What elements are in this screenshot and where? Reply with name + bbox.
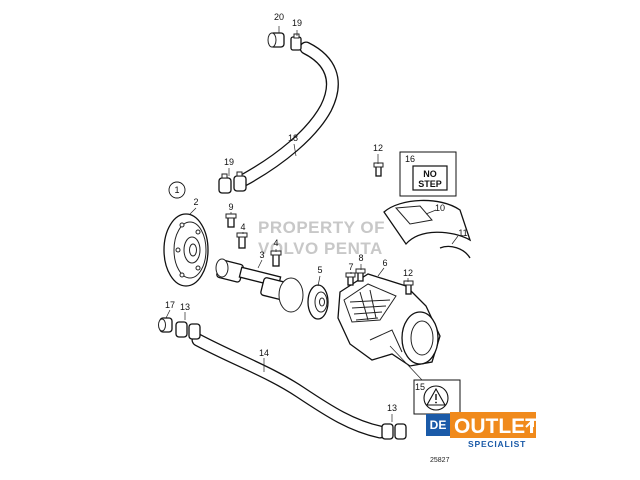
watermark: PROPERTY OF VOLVO PENTA — [258, 218, 385, 258]
callout-11: 11 — [458, 228, 467, 238]
logo-arrow-icon — [525, 419, 534, 428]
logo-de-block — [426, 414, 450, 436]
de-outlet-specialist-logo: DE OUTLET SPECIALIST — [426, 412, 538, 449]
callout-20: 20 — [274, 12, 284, 22]
callout-8: 8 — [358, 253, 363, 263]
callout-16: 16 — [405, 154, 415, 164]
no-step-line-2: STEP — [418, 179, 442, 189]
callout-12: 12 — [373, 143, 383, 153]
callout-19: 19 — [292, 18, 302, 28]
callout-19: 19 — [224, 157, 234, 167]
logo-de-text: DE — [430, 418, 447, 432]
watermark-line-1: PROPERTY OF — [258, 218, 385, 237]
clip-11 — [439, 245, 471, 259]
hose-18 — [237, 41, 339, 187]
bolt-8 — [355, 268, 366, 282]
bolt-4-lower — [270, 250, 282, 267]
assembly-callout-circle — [168, 181, 186, 199]
fitting-17 — [158, 317, 173, 333]
callout-14: 14 — [259, 348, 269, 358]
callout-labels: 20 19 18 19 1 2 9 4 4 3 5 7 8 6 12 12 16… — [165, 12, 468, 413]
bolt-4-upper — [236, 232, 248, 249]
callout-1: 1 — [174, 185, 179, 195]
no-step-line-1: NO — [423, 169, 437, 179]
clamp-19-left — [218, 171, 247, 194]
callout-15: 15 — [415, 382, 425, 392]
callout-10: 10 — [435, 203, 445, 213]
screw-12-upper — [373, 162, 384, 177]
callout-17: 17 — [165, 300, 175, 310]
callout-4: 4 — [273, 238, 278, 248]
logo-tagline: SPECIALIST — [468, 439, 526, 449]
callout-2: 2 — [193, 197, 198, 207]
no-step-label-16: NO STEP — [399, 151, 457, 197]
leader-lines — [165, 26, 459, 422]
callout-9: 9 — [228, 202, 233, 212]
watermark-line-2: VOLVO PENTA — [258, 239, 383, 258]
cover-10 — [383, 199, 472, 246]
callout-13: 13 — [387, 403, 397, 413]
clamp-13-right — [381, 423, 407, 440]
callout-5: 5 — [317, 265, 322, 275]
callout-3: 3 — [259, 250, 264, 260]
bolt-9 — [225, 213, 237, 228]
bolt-7 — [345, 272, 356, 286]
cardan-shaft-3 — [215, 258, 304, 313]
callout-12: 12 — [403, 268, 413, 278]
logo-outlet-text: OUTLET — [454, 415, 538, 438]
screw-12-lower — [403, 280, 414, 295]
callout-4: 4 — [240, 222, 245, 232]
callout-13: 13 — [180, 302, 190, 312]
flange-5 — [307, 284, 329, 320]
housing-grille — [349, 289, 391, 321]
callout-18: 18 — [288, 133, 298, 143]
coupling-disc-2 — [163, 213, 209, 287]
document-number: 25827 — [430, 457, 450, 464]
fitting-20 — [267, 32, 285, 48]
logo-outlet-block — [450, 412, 536, 438]
housing-6 — [337, 273, 441, 367]
callout-6: 6 — [382, 258, 387, 268]
clamp-13-left — [175, 321, 201, 340]
callout-7: 7 — [348, 262, 353, 272]
clamp-19-top — [290, 33, 302, 51]
hose-14 — [191, 333, 387, 439]
warning-label-15 — [413, 379, 461, 415]
